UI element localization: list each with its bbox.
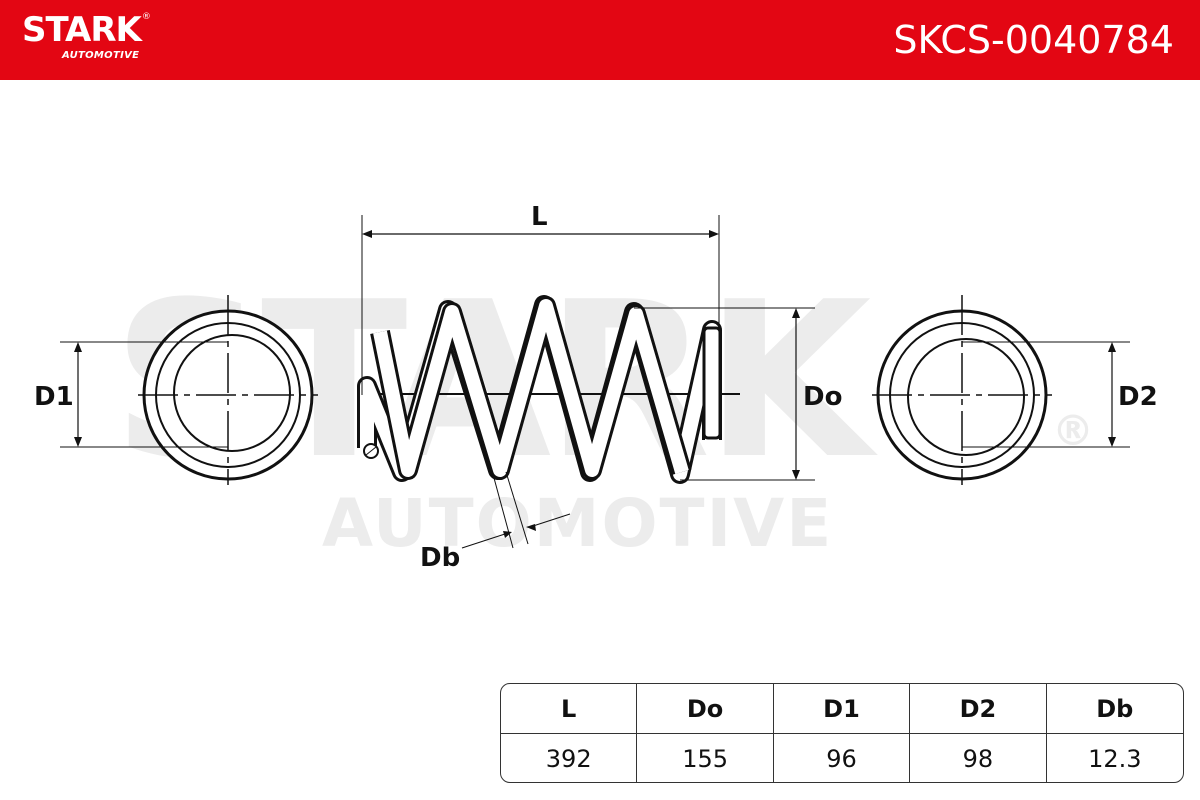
header-bar: STARK® AUTOMOTIVE SKCS-0040784 [0,0,1200,80]
label-do: Do [803,382,842,412]
dimension-length [361,215,720,395]
spec-header-do: Do [637,684,774,734]
logo-registered-mark: ® [141,12,151,22]
label-l: L [531,202,548,232]
spec-header-d1: D1 [773,684,911,734]
spec-value-do: 155 [637,734,774,782]
spec-value-d1: 96 [774,734,911,782]
logo-brand: STARK [22,10,142,50]
spec-header-l: L [501,684,638,734]
spec-table: L Do D1 D2 Db 392 155 96 98 12.3 [500,683,1184,783]
watermark-subtitle: AUTOMOTIVE [322,485,833,562]
label-db: Db [420,543,460,573]
spring-side-view [357,295,740,484]
label-d2: D2 [1118,382,1158,412]
spec-value-d2: 98 [910,734,1047,782]
dimension-outer-diameter [634,307,815,481]
part-number: SKCS-0040784 [893,18,1174,62]
end-view-left [60,295,318,485]
spring-drawing: STARK AUTOMOTIVE ® D1 [34,202,1158,573]
stark-logo: STARK® AUTOMOTIVE [22,10,151,61]
spec-value-l: 392 [501,734,638,782]
dimension-wire-diameter [461,471,571,549]
spec-value-db: 12.3 [1088,745,1142,773]
logo-subtitle: AUTOMOTIVE [62,50,140,61]
spec-header-db: Db [1046,684,1183,734]
label-d1: D1 [34,382,74,412]
watermark-registered-mark: ® [1052,406,1094,455]
spec-header-d2: D2 [910,684,1047,734]
end-view-right [872,295,1130,485]
